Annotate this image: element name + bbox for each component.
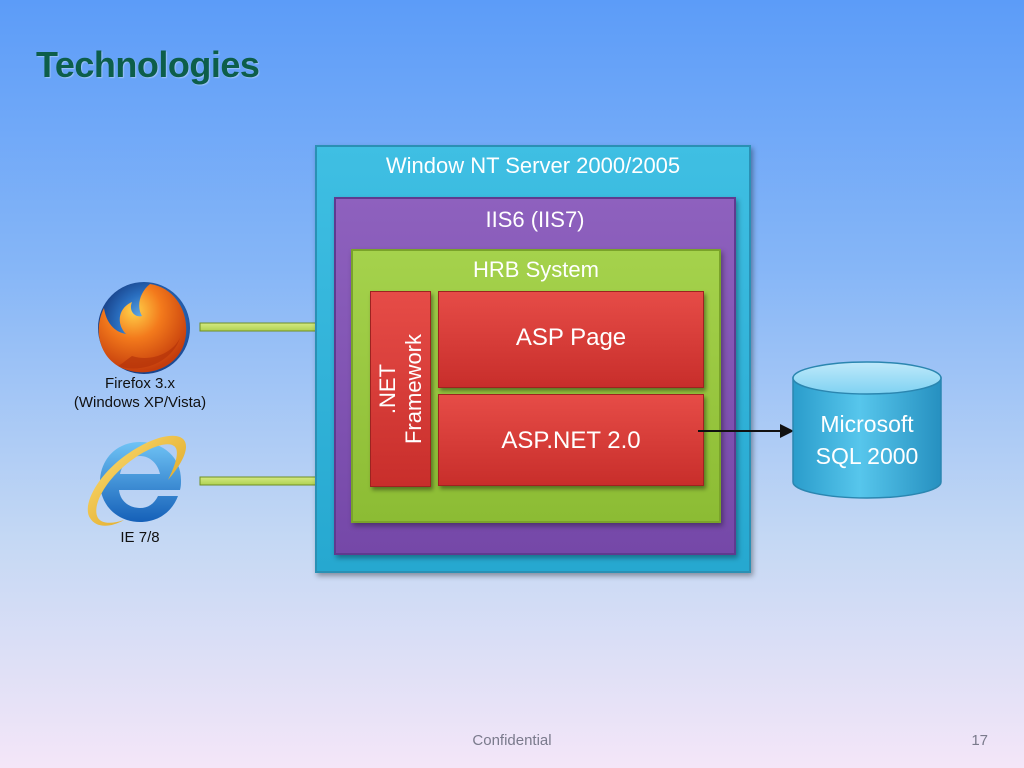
database-connector-arrow [698,424,794,438]
server-label: Window NT Server 2000/2005 [385,153,681,178]
net-framework-line2: Framework [400,333,426,445]
iis-label: IIS6 (IIS7) [485,207,585,232]
firefox-label: Firefox 3.x (Windows XP/Vista) [40,374,240,412]
hrb-system-label: HRB System [473,257,599,282]
client-name: IE 7/8 [120,529,160,546]
database-cylinder-icon [792,361,942,499]
slide-title: Technologies [36,44,260,85]
firefox-icon [98,282,190,374]
database-line1: Microsoft [820,411,914,437]
client-detail: (Windows XP/Vista) [73,394,207,411]
ie-icon [87,435,187,526]
asp-page-box: ASP Page [438,291,704,388]
ie-label: IE 7/8 [90,528,190,547]
asp-page-label: ASP Page [515,324,627,351]
asp-net-label: ASP.NET 2.0 [501,427,641,454]
page-number: 17 [971,732,988,749]
server-layer: Window NT Server 2000/2005 IIS6 (IIS7) H… [315,145,751,573]
client-name: Firefox 3.x [104,375,176,392]
net-framework-box: .NET Framework [370,291,431,487]
sql-database: Microsoft SQL 2000 [792,360,942,499]
asp-net-box: ASP.NET 2.0 [438,394,704,486]
database-line2: SQL 2000 [815,443,919,469]
net-framework-line1: .NET [374,363,400,415]
database-label: Microsoft SQL 2000 [792,408,942,472]
iis-layer: IIS6 (IIS7) HRB System .NET Framework AS… [334,197,736,555]
footer-confidential: Confidential [472,732,552,749]
net-framework-label: .NET Framework [375,334,427,444]
hrb-system-layer: HRB System .NET Framework ASP Page ASP.N… [351,249,721,523]
